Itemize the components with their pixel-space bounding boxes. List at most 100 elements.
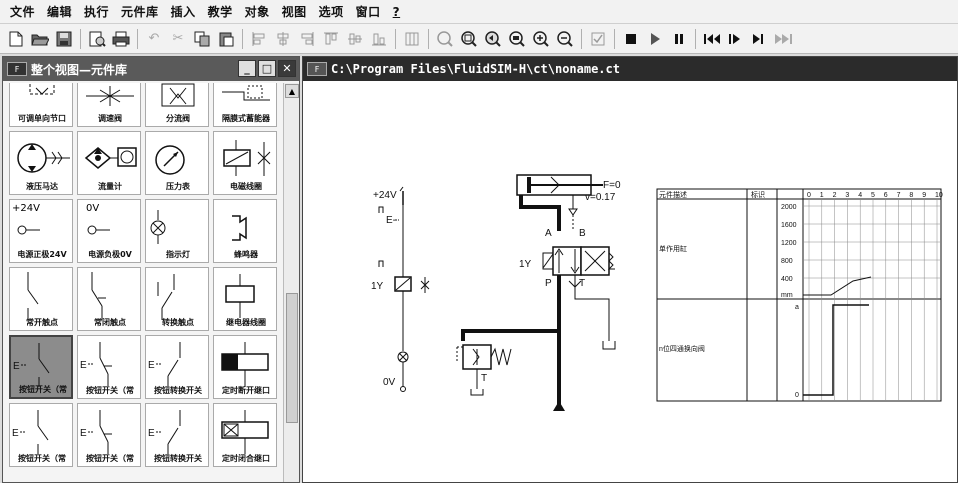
time-tick-label: 6 — [884, 192, 888, 199]
menu-bar: 文件 编辑 执行 元件库 插入 教学 对象 视图 选项 窗口 ? — [0, 0, 958, 24]
library-tile[interactable]: 蜂鸣器 — [213, 199, 277, 263]
library-tile[interactable]: 液压马达 — [9, 131, 73, 195]
grid-icon[interactable] — [402, 29, 422, 49]
library-tile-selected[interactable]: E 按钮开关（常 — [9, 335, 73, 399]
print-preview-icon[interactable] — [87, 29, 107, 49]
menu-didactics[interactable]: 教学 — [207, 5, 233, 19]
menu-object[interactable]: 对象 — [244, 5, 270, 19]
align-left-icon[interactable] — [249, 29, 269, 49]
circuit-title: C:\Program Files\FluidSIM-H\ct\noname.ct — [331, 62, 620, 76]
library-tile[interactable]: +24V 电源正极24V — [9, 199, 73, 263]
switch-label: E- — [386, 215, 396, 226]
library-tile[interactable]: 调速阀 — [77, 83, 141, 127]
tile-label: 隔膜式蓄能器 — [222, 114, 270, 123]
align-top-icon[interactable] — [321, 29, 341, 49]
single-step-icon[interactable] — [726, 29, 746, 49]
reset-icon[interactable] — [702, 29, 722, 49]
toolbar-separator — [614, 28, 615, 49]
library-tile[interactable]: E 按钮转换开关 — [145, 335, 209, 399]
minimize-button[interactable]: _ — [238, 60, 256, 77]
zoom-out-icon[interactable] — [555, 29, 575, 49]
align-middle-icon[interactable] — [345, 29, 365, 49]
menu-options[interactable]: 选项 — [318, 5, 344, 19]
menu-help[interactable]: ? — [392, 4, 401, 19]
circuit-title-bar[interactable]: F C:\Program Files\FluidSIM-H\ct\noname.… — [303, 57, 957, 81]
toolbar-separator — [395, 28, 396, 49]
library-tile[interactable]: E 按钮开关（常 — [9, 403, 73, 467]
maximize-button[interactable]: □ — [258, 60, 276, 77]
library-tile[interactable]: 指示灯 — [145, 199, 209, 263]
tile-label: 蜂鸣器 — [234, 250, 258, 259]
stop-icon[interactable] — [621, 29, 641, 49]
step-forward-icon[interactable] — [750, 29, 770, 49]
library-tile[interactable]: 转换触点 — [145, 267, 209, 331]
undo-icon[interactable]: ↶ — [148, 31, 160, 46]
menu-library[interactable]: 元件库 — [121, 5, 159, 19]
pause-icon[interactable] — [669, 29, 689, 49]
zoom-fit-icon[interactable] — [435, 29, 455, 49]
row2-bottom-label: 0 — [795, 392, 799, 399]
tile-label: 按钮开关（常 — [18, 454, 66, 463]
library-tile[interactable]: E 按钮开关（常 — [77, 335, 141, 399]
menu-insert[interactable]: 插入 — [170, 5, 196, 19]
push-button-no-icon: E — [13, 343, 50, 387]
time-tick-label: 5 — [871, 192, 875, 199]
cut-icon[interactable]: ✂ — [172, 31, 184, 46]
zoom-all-icon[interactable] — [507, 29, 527, 49]
align-bottom-icon[interactable] — [369, 29, 389, 49]
library-tile[interactable]: 分流阀 — [145, 83, 209, 127]
menu-edit[interactable]: 编辑 — [47, 5, 73, 19]
copy-icon[interactable] — [192, 29, 212, 49]
library-tile[interactable]: E 按钮开关（常 — [77, 403, 141, 467]
tile-label: 转换触点 — [162, 318, 194, 327]
library-tile[interactable]: 常开触点 — [9, 267, 73, 331]
library-tile[interactable]: 隔膜式蓄能器 — [213, 83, 277, 127]
scroll-up-icon[interactable]: ▲ — [285, 84, 299, 98]
svg-text:E: E — [13, 361, 20, 372]
library-scrollbar[interactable]: ▲ — [283, 83, 299, 482]
port-b-label: B — [579, 228, 586, 239]
library-tile[interactable]: 电磁线圈 — [213, 131, 277, 195]
fast-forward-icon[interactable] — [774, 29, 794, 49]
print-icon[interactable] — [111, 29, 131, 49]
library-tile[interactable]: 可调单向节口 — [9, 83, 73, 127]
library-title-bar[interactable]: F 整个视图—元件库 _ □ ✕ — [3, 57, 299, 81]
component-grid: 可调单向节口 调速阀 分流阀 隔膜式蓄能器 液压马达 流量计 — [9, 83, 281, 482]
electrical-circuit: +24V E- 1Y — [371, 186, 430, 392]
zoom-in-icon[interactable] — [531, 29, 551, 49]
menu-execute[interactable]: 执行 — [84, 5, 110, 19]
tile-label: 定时闭合继口 — [222, 454, 270, 463]
tile-label: 电源正极24V — [17, 250, 67, 259]
library-tile[interactable]: 流量计 — [77, 131, 141, 195]
library-tile[interactable]: 常闭触点 — [77, 267, 141, 331]
close-button[interactable]: ✕ — [278, 60, 296, 77]
circuit-canvas[interactable]: +24V E- 1Y — [303, 81, 957, 482]
push-button-nc-icon: E — [80, 342, 112, 386]
library-tile[interactable]: 压力表 — [145, 131, 209, 195]
open-folder-icon[interactable] — [30, 29, 50, 49]
play-icon[interactable] — [645, 29, 665, 49]
library-tile[interactable]: 定时断开继口 — [213, 335, 277, 399]
row1-tick-label: 800 — [781, 258, 793, 265]
tile-label: 按钮开关（常 — [19, 385, 67, 394]
save-icon[interactable] — [54, 29, 74, 49]
tile-label: 调速阀 — [98, 114, 122, 123]
scrollbar-thumb[interactable] — [286, 293, 298, 423]
align-center-icon[interactable] — [273, 29, 293, 49]
zoom-window-icon[interactable] — [459, 29, 479, 49]
paste-icon[interactable] — [216, 29, 236, 49]
library-tile[interactable]: E 按钮转换开关 — [145, 403, 209, 467]
tile-label: 继电器线圈 — [226, 318, 266, 327]
menu-file[interactable]: 文件 — [10, 5, 36, 19]
tile-label: 常开触点 — [26, 318, 58, 327]
check-icon[interactable] — [588, 29, 608, 49]
align-right-icon[interactable] — [297, 29, 317, 49]
library-tile[interactable]: 定时闭合继口 — [213, 403, 277, 467]
library-tile[interactable]: 继电器线圈 — [213, 267, 277, 331]
new-file-icon[interactable] — [6, 29, 26, 49]
menu-window[interactable]: 窗口 — [355, 5, 381, 19]
menu-view[interactable]: 视图 — [281, 5, 307, 19]
col-component-header: 元件描述 — [659, 190, 687, 199]
zoom-previous-icon[interactable] — [483, 29, 503, 49]
library-tile[interactable]: 0V 电源负极0V — [77, 199, 141, 263]
